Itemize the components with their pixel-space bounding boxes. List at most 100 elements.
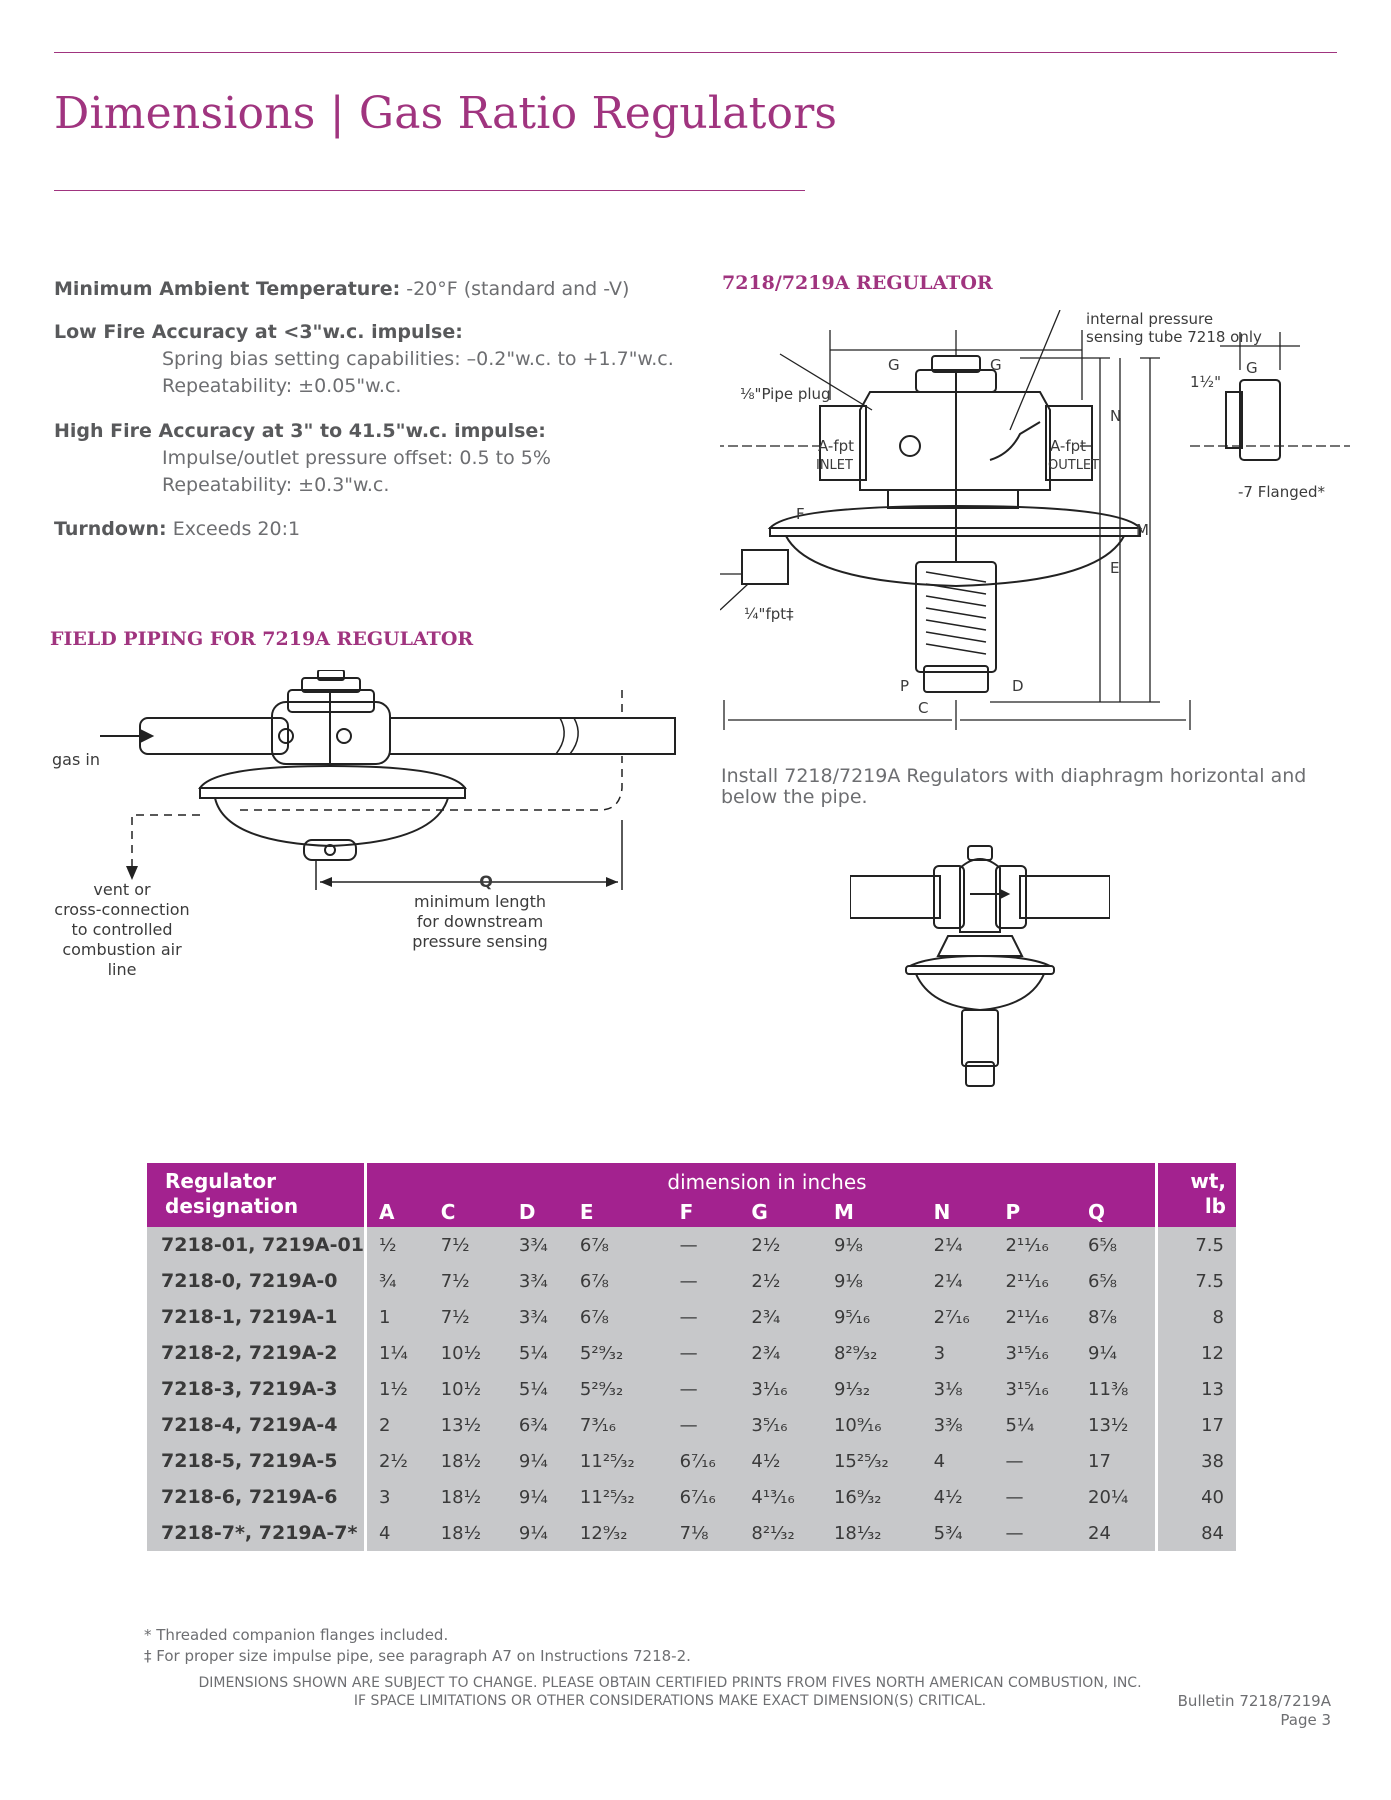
cell: 5¼ xyxy=(506,1371,568,1407)
cell: 4½ xyxy=(739,1443,822,1479)
vent-line: vent or xyxy=(93,880,151,899)
header-wt-line: lb xyxy=(1204,1194,1226,1218)
top-rule xyxy=(54,52,1337,53)
cell: 15²⁵⁄₃₂ xyxy=(821,1443,922,1479)
install-note: Install 7218/7219A Regulators with diaph… xyxy=(721,765,1307,808)
col-d: D xyxy=(506,1197,568,1227)
cell: ½ xyxy=(365,1227,429,1263)
col-n: N xyxy=(921,1197,994,1227)
g-dim-label-right: G xyxy=(990,356,1002,374)
sensing-tube-label: internal pressure sensing tube 7218 only xyxy=(1086,309,1262,347)
col-f: F xyxy=(667,1197,740,1227)
cell-wt: 84 xyxy=(1156,1515,1236,1551)
header-reg-line: designation xyxy=(165,1194,299,1218)
header-weight: wt, lb xyxy=(1156,1163,1236,1227)
cell: 1 xyxy=(365,1299,429,1335)
spec-line: Spring bias setting capabilities: –0.2"w… xyxy=(162,348,674,370)
cell: 1¼ xyxy=(365,1335,429,1371)
spec-label: Turndown: xyxy=(54,518,167,540)
cell: 17 xyxy=(1076,1443,1159,1479)
cell: 4 xyxy=(365,1515,429,1551)
cell: 5¼ xyxy=(993,1407,1077,1443)
cell: — xyxy=(993,1479,1077,1515)
cell-reg: 7218-3, 7219A-3 xyxy=(147,1371,367,1407)
cell: 5²⁹⁄₃₂ xyxy=(567,1371,668,1407)
m-dim-label: M xyxy=(1136,521,1149,539)
cell: 6⅞ xyxy=(567,1263,668,1299)
one-half-label: 1½" xyxy=(1190,373,1221,391)
cell: 3¹⁵⁄₁₆ xyxy=(993,1335,1077,1371)
cell: 9¹⁄₃₂ xyxy=(821,1371,922,1407)
g-dim-label-flange: G xyxy=(1246,359,1258,377)
spec-line: Impulse/outlet pressure offset: 0.5 to 5… xyxy=(162,447,551,469)
table-row: 7218-01, 7219A-01 ½ 7½ 3¾ 6⅞ — 2½ 9⅛ 2¼ … xyxy=(147,1227,1236,1263)
cell: 9¼ xyxy=(506,1515,568,1551)
col-q: Q xyxy=(1076,1197,1159,1227)
table-row: 7218-2, 7219A-2 1¼ 10½ 5¼ 5²⁹⁄₃₂ — 2¾ 8²… xyxy=(147,1335,1236,1371)
vent-label: vent or cross-connection to controlled c… xyxy=(40,880,204,980)
cell-wt: 13 xyxy=(1156,1371,1236,1407)
cell: 8⅞ xyxy=(1076,1299,1159,1335)
regulator-diagram xyxy=(720,310,1350,730)
cell: 2¹¹⁄₁₆ xyxy=(993,1263,1077,1299)
fpt-label: ¼"fpt‡ xyxy=(744,605,794,623)
cell: 3⅜ xyxy=(921,1407,994,1443)
q-label: Q minimum length for downstream pressure… xyxy=(395,872,565,952)
field-piping-heading: FIELD PIPING FOR 7219A REGULATOR xyxy=(50,628,474,650)
q-line: pressure sensing xyxy=(412,932,548,951)
cell: 18¹⁄₃₂ xyxy=(821,1515,922,1551)
cell-wt: 40 xyxy=(1156,1479,1236,1515)
title-underline xyxy=(54,190,805,191)
cell: 6⅞ xyxy=(567,1227,668,1263)
regulator-heading: 7218/7219A REGULATOR xyxy=(722,272,993,294)
cell: 6⅝ xyxy=(1076,1263,1159,1299)
cell: 4 xyxy=(921,1443,994,1479)
cell: 4¹³⁄₁₆ xyxy=(739,1479,822,1515)
cell: 6¾ xyxy=(506,1407,568,1443)
cell: 18½ xyxy=(428,1443,507,1479)
cell-wt: 17 xyxy=(1156,1407,1236,1443)
page-number: Page 3 xyxy=(1280,1711,1331,1729)
cell: 2⁷⁄₁₆ xyxy=(921,1299,994,1335)
n-dim-label: N xyxy=(1110,407,1122,425)
footnote-flanges: * Threaded companion flanges included. xyxy=(144,1626,449,1644)
header-reg-line: Regulator xyxy=(165,1169,277,1193)
spec-min-temp: Minimum Ambient Temperature: -20°F (stan… xyxy=(54,276,629,303)
cell: 9¼ xyxy=(506,1443,568,1479)
cell: 18½ xyxy=(428,1515,507,1551)
vent-line: cross-connection xyxy=(54,900,190,919)
pipe-plug-label: ⅛"Pipe plug xyxy=(740,385,831,403)
inlet-a-label: A-fpt xyxy=(818,437,855,455)
cell: 2 xyxy=(365,1407,429,1443)
table-row: 7218-0, 7219A-0 ¾ 7½ 3¾ 6⅞ — 2½ 9⅛ 2¼ 2¹… xyxy=(147,1263,1236,1299)
cell: ¾ xyxy=(365,1263,429,1299)
cell-reg: 7218-0, 7219A-0 xyxy=(147,1263,367,1299)
cell: 7⅛ xyxy=(667,1515,740,1551)
cell: 9⁵⁄₁₆ xyxy=(821,1299,922,1335)
p-dim-label: P xyxy=(900,677,910,695)
cell: 8²⁹⁄₃₂ xyxy=(821,1335,922,1371)
cell-reg: 7218-1, 7219A-1 xyxy=(147,1299,367,1335)
cell: — xyxy=(667,1263,740,1299)
cell-reg: 7218-4, 7219A-4 xyxy=(147,1407,367,1443)
cell: 2¾ xyxy=(739,1335,822,1371)
cell: 6⁷⁄₁₆ xyxy=(667,1479,740,1515)
field-piping-diagram xyxy=(100,670,676,890)
bulletin-info: Bulletin 7218/7219A Page 3 xyxy=(1178,1692,1331,1730)
table-row: 7218-7*, 7219A-7* 4 18½ 9¼ 12⁹⁄₃₂ 7⅛ 8²¹… xyxy=(147,1515,1236,1551)
disclaimer: DIMENSIONS SHOWN ARE SUBJECT TO CHANGE. … xyxy=(150,1674,1190,1710)
col-m: M xyxy=(821,1197,922,1227)
cell-wt: 7.5 xyxy=(1156,1263,1236,1299)
cell: — xyxy=(993,1515,1077,1551)
cell: 5²⁹⁄₃₂ xyxy=(567,1335,668,1371)
cell-wt: 38 xyxy=(1156,1443,1236,1479)
col-a: A xyxy=(365,1197,429,1227)
table-row: 7218-5, 7219A-5 2½ 18½ 9¼ 11²⁵⁄₃₂ 6⁷⁄₁₆ … xyxy=(147,1443,1236,1479)
spec-line: Repeatability: ±0.05"w.c. xyxy=(162,375,402,397)
cell: 11²⁵⁄₃₂ xyxy=(567,1479,668,1515)
cell-wt: 8 xyxy=(1156,1299,1236,1335)
cell: 10½ xyxy=(428,1371,507,1407)
cell: 6⅝ xyxy=(1076,1227,1159,1263)
sensing-line: internal pressure xyxy=(1086,310,1214,328)
cell: — xyxy=(993,1443,1077,1479)
